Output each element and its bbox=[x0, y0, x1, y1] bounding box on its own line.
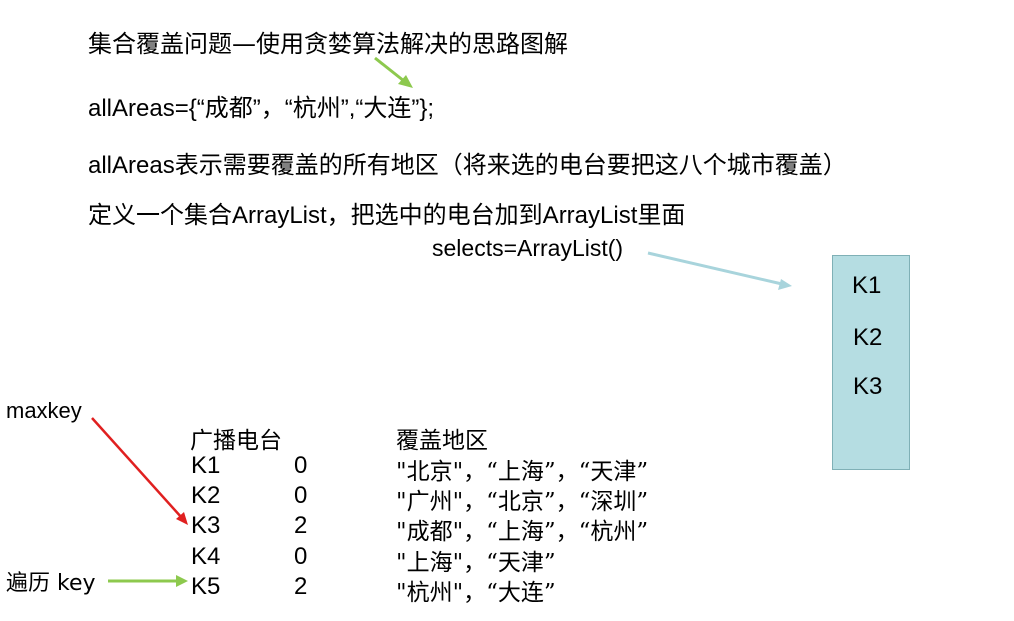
table-header-station: 广播电台 bbox=[190, 428, 282, 454]
all-areas-description: allAreas表示需要覆盖的所有地区（将来选的电台要把这八个城市覆盖） bbox=[88, 152, 847, 179]
station-areas: "上海"，“天津” bbox=[396, 550, 556, 576]
station-areas: "杭州"，“大连” bbox=[396, 580, 556, 606]
selects-to-box-arrow bbox=[647, 251, 792, 290]
selected-item: K2 bbox=[853, 324, 883, 351]
table-header-areas: 覆盖地区 bbox=[396, 428, 488, 454]
station-name: K3 bbox=[191, 512, 221, 539]
station-count: 0 bbox=[294, 452, 308, 479]
station-count: 0 bbox=[294, 543, 308, 570]
define-arraylist-statement: 定义一个集合ArrayList，把选中的电台加到ArrayList里面 bbox=[88, 202, 686, 229]
selected-item: K3 bbox=[853, 373, 883, 400]
title-pointer-arrow bbox=[374, 56, 413, 88]
station-count: 2 bbox=[294, 512, 308, 539]
selected-stations-box: K1 K2 K3 bbox=[832, 255, 910, 470]
table-row: K1 0 "北京"，“上海”，“天津” bbox=[0, 452, 1014, 485]
station-count: 2 bbox=[294, 573, 308, 600]
station-areas: "北京"，“上海”，“天津” bbox=[396, 459, 649, 485]
diagram-title: 集合覆盖问题—使用贪婪算法解决的思路图解 bbox=[88, 30, 568, 58]
all-areas-statement: allAreas={“成都”，“杭州”,“大连”}; bbox=[88, 95, 435, 122]
station-areas: "广州"，“北京”，“深圳” bbox=[396, 489, 649, 515]
table-row: K4 0 "上海"，“天津” bbox=[0, 543, 1014, 576]
station-name: K2 bbox=[191, 482, 221, 509]
maxkey-pointer-arrow bbox=[91, 417, 188, 525]
maxkey-label: maxkey bbox=[6, 398, 82, 423]
station-name: K5 bbox=[191, 573, 221, 600]
station-name: K4 bbox=[191, 543, 221, 570]
station-name: K1 bbox=[191, 452, 221, 479]
traverse-key-label: 遍历 key bbox=[6, 571, 96, 596]
table-row: K3 2 "成都"，“上海”，“杭州” bbox=[0, 512, 1014, 545]
table-row: K2 0 "广州"，“北京”，“深圳” bbox=[0, 482, 1014, 515]
station-areas: "成都"，“上海”，“杭州” bbox=[396, 519, 649, 545]
traverse-key-pointer-arrow bbox=[108, 575, 188, 587]
selected-item: K1 bbox=[852, 272, 882, 299]
table-row: K5 2 "杭州"，“大连” bbox=[0, 573, 1014, 606]
selects-label: selects=ArrayList() bbox=[432, 235, 624, 261]
station-count: 0 bbox=[294, 482, 308, 509]
